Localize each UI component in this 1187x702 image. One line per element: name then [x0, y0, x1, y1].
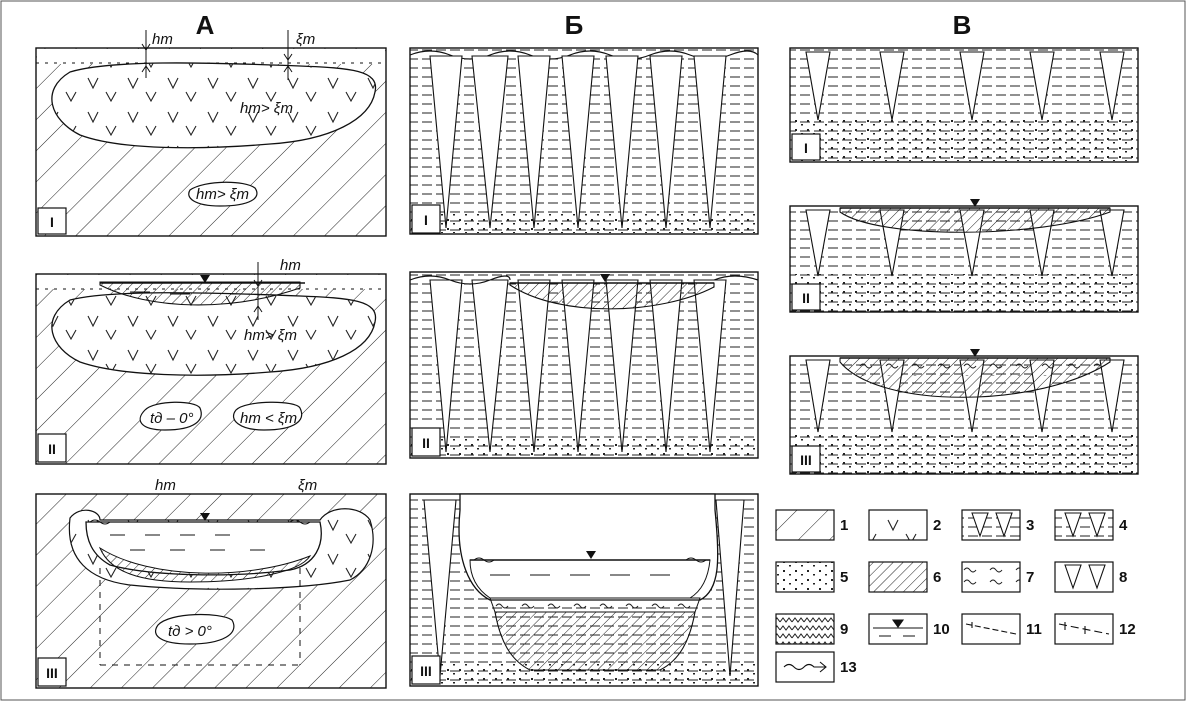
panel-roman: I: [424, 212, 428, 228]
label-h: hт: [155, 477, 176, 494]
panel-b3: III: [409, 493, 759, 687]
legend-swatch: [868, 561, 928, 593]
legend-item-5: 5: [775, 561, 848, 593]
column-head-a: А: [196, 10, 215, 40]
panel-c3: III: [789, 349, 1139, 475]
legend-item-12: 12: [1054, 613, 1136, 645]
legend-swatch: [961, 613, 1021, 645]
bubble-text: hт> ξт: [196, 186, 249, 203]
legend-number: 8: [1119, 569, 1127, 586]
panel-c2: II: [789, 199, 1139, 313]
legend-item-8: 8: [1054, 561, 1127, 593]
column-head-b: Б: [565, 10, 584, 40]
legend-swatch: [868, 613, 928, 645]
panel-roman: I: [50, 214, 54, 230]
legend-number: 5: [840, 569, 848, 586]
legend-item-6: 6: [868, 561, 941, 593]
legend-swatch: [775, 561, 835, 593]
legend-item-13: 13: [775, 651, 857, 683]
panel-a2: hт hт> ξт tд – 0° hт < ξт II: [35, 257, 387, 465]
panel-roman: III: [800, 452, 812, 468]
bubble-text: tд > 0°: [168, 623, 212, 640]
panel-roman: I: [804, 140, 808, 156]
legend-number: 9: [840, 621, 848, 638]
legend-number: 13: [840, 659, 857, 676]
label-h: hт: [152, 31, 173, 48]
legend-item-10: 10: [868, 613, 950, 645]
legend-number: 12: [1119, 621, 1136, 638]
relation-text: hт> ξт: [240, 100, 293, 117]
legend-number: 7: [1026, 569, 1034, 586]
relation-text: hт> ξт: [244, 327, 297, 344]
legend-item-1: 1: [775, 509, 848, 541]
legend-item-11: 11: [961, 613, 1042, 645]
legend-item-4: 4: [1054, 509, 1128, 541]
bubble-right-text: hт < ξт: [240, 410, 297, 427]
legend-number: 4: [1119, 517, 1128, 534]
label-xi: ξт: [298, 477, 317, 494]
panel-a3: hт ξт tд > 0° III: [35, 477, 387, 689]
bubble-left-text: tд – 0°: [150, 410, 193, 427]
bubble: [188, 181, 258, 207]
legend-number: 10: [933, 621, 950, 638]
legend-swatch: [868, 509, 928, 541]
panel-roman: III: [420, 663, 432, 679]
label-h: hт: [280, 257, 301, 274]
panel-roman: II: [422, 435, 430, 451]
legend-item-3: 3: [961, 509, 1034, 541]
legend-number: 11: [1026, 621, 1042, 638]
legend-item-2: 2: [868, 509, 941, 541]
panel-a1: hт> ξт hт> ξт hт ξт I: [35, 30, 387, 237]
legend-swatch: [775, 509, 835, 541]
legend-swatch: [775, 613, 835, 645]
panel-c1: I: [789, 47, 1139, 163]
legend-item-7: 7: [961, 561, 1034, 593]
legend-number: 3: [1026, 517, 1034, 534]
legend-item-9: 9: [775, 613, 848, 645]
legend-number: 2: [933, 517, 941, 534]
panel-b2: II: [409, 271, 759, 459]
panel-roman: II: [48, 441, 56, 457]
label-xi: ξт: [296, 31, 315, 48]
legend-number: 1: [840, 517, 848, 534]
talik-zone: [99, 281, 301, 306]
legend-swatch: [961, 561, 1021, 593]
legend-number: 6: [933, 569, 941, 586]
column-head-c: В: [953, 10, 972, 40]
panel-roman: II: [802, 290, 810, 306]
panel-b1: I: [409, 47, 759, 235]
panel-roman: III: [46, 665, 58, 681]
